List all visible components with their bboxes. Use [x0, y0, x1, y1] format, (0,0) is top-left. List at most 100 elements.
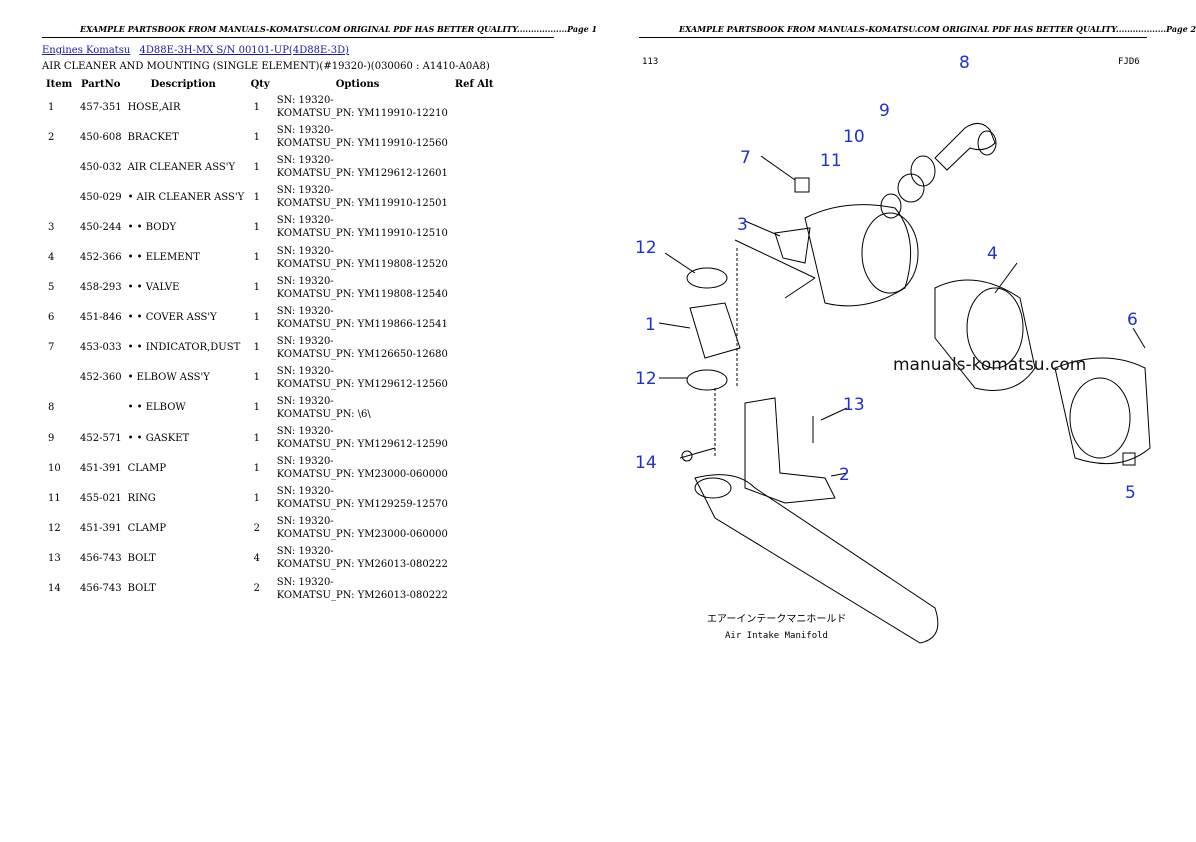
column-header-ref-alt: Ref Alt [454, 78, 494, 90]
options-cell: SN: 19320-KOMATSU_PN: YM119910-12501 [274, 182, 451, 212]
item-number-cell: 14 [48, 583, 61, 595]
options-cell: SN: 19320-KOMATSU_PN: YM119910-12510 [274, 212, 451, 242]
table-header-row: Item PartNo Description Qty Options Ref … [42, 76, 497, 92]
description-cell: BRACKET [127, 131, 179, 143]
options-serial: SN: 19320- [276, 125, 334, 137]
options-cell: SN: 19320-KOMATSU_PN: YM129612-12590 [274, 423, 451, 453]
item-number-cell: 4 [48, 252, 55, 264]
description-cell: • • BODY [127, 221, 177, 233]
options-komatsu-pn: KOMATSU_PN: YM119808-12540 [276, 288, 448, 300]
callout-number: 2 [839, 465, 850, 485]
options-serial: SN: 19320- [276, 546, 334, 558]
item-number-cell: 12 [48, 522, 61, 534]
gasket-part [910, 155, 936, 187]
callout-number: 3 [737, 215, 748, 235]
description-cell: BOLT [127, 552, 156, 564]
description-cell: • • ELBOW [127, 402, 186, 414]
ref-alt-cell [451, 574, 498, 604]
bracket-part [744, 397, 836, 504]
description-cell: • • VALVE [127, 282, 180, 294]
parts-list-page: EXAMPLE PARTSBOOK FROM MANUALS-KOMATSU.C… [0, 0, 597, 842]
options-komatsu-pn: KOMATSU_PN: YM119808-12520 [276, 258, 448, 270]
column-header-item: Item [46, 78, 73, 90]
qty-cell: 1 [253, 402, 260, 414]
options-serial: SN: 19320- [276, 335, 334, 347]
callout-number: 12 [635, 238, 657, 258]
ref-alt-cell [451, 453, 498, 483]
item-number-cell [42, 363, 77, 393]
qty-cell: 1 [253, 312, 260, 324]
options-komatsu-pn: KOMATSU_PN: YM129612-12560 [276, 378, 448, 390]
options-cell: SN: 19320-KOMATSU_PN: \6\ [274, 393, 451, 423]
ref-alt-cell [451, 303, 498, 333]
options-serial: SN: 19320- [276, 155, 334, 167]
intake-manifold [694, 474, 939, 644]
ref-alt-cell [451, 122, 498, 152]
air-cleaner-body [804, 204, 912, 307]
callout-number: 6 [1127, 310, 1138, 330]
callout-number: 14 [635, 453, 657, 473]
options-komatsu-pn: KOMATSU_PN: YM129612-12590 [276, 439, 448, 451]
options-komatsu-pn: KOMATSU_PN: YM119910-12510 [276, 228, 448, 240]
callout-number: 11 [820, 151, 842, 171]
header-divider [42, 37, 554, 38]
qty-cell: 1 [253, 282, 260, 294]
options-serial: SN: 19320- [276, 215, 334, 227]
ref-alt-cell [451, 483, 498, 513]
part-number-cell: 458-293 [80, 282, 122, 294]
part-number-cell: 456-743 [80, 583, 122, 595]
diagram-page: EXAMPLE PARTSBOOK FROM MANUALS-KOMATSU.C… [595, 0, 1196, 842]
description-cell: • • GASKET [127, 432, 190, 444]
description-cell: • ELBOW ASS'Y [127, 372, 210, 384]
ref-alt-cell [451, 423, 498, 453]
options-cell: SN: 19320-KOMATSU_PN: YM26013-080222 [274, 543, 451, 573]
ref-alt-cell [451, 152, 498, 182]
part-number-cell: 450-244 [80, 221, 122, 233]
callout-number: 4 [987, 244, 998, 264]
qty-cell: 1 [253, 342, 260, 354]
part-number-cell: 450-608 [80, 131, 122, 143]
part-number-cell: 456-743 [80, 552, 122, 564]
options-komatsu-pn: KOMATSU_PN: YM119910-12210 [276, 108, 448, 120]
callout-number: 10 [843, 127, 865, 147]
elbow-part [934, 123, 996, 171]
callout-number: 12 [635, 369, 657, 389]
options-komatsu-pn: KOMATSU_PN: YM119866-12541 [276, 318, 448, 330]
qty-cell: 1 [253, 131, 260, 143]
clamp-lower-part [686, 369, 728, 391]
callout-number: 13 [843, 395, 865, 415]
description-cell: RING [127, 492, 156, 504]
options-serial: SN: 19320- [276, 185, 334, 197]
qty-cell: 4 [253, 552, 260, 564]
options-serial: SN: 19320- [276, 486, 334, 498]
qty-cell: 2 [253, 583, 260, 595]
qty-cell: 1 [253, 252, 260, 264]
breadcrumb-link-engines[interactable]: Engines Komatsu [42, 45, 131, 56]
part-number-cell: 451-846 [80, 312, 122, 324]
ref-alt-cell [451, 513, 498, 543]
item-number-cell: 7 [48, 342, 55, 354]
options-komatsu-pn: KOMATSU_PN: YM23000-060000 [276, 469, 448, 481]
options-komatsu-pn: KOMATSU_PN: YM129612-12601 [276, 168, 448, 180]
options-komatsu-pn: KOMATSU_PN: \6\ [276, 408, 371, 420]
breadcrumb-link-model[interactable]: 4D88E-3H-MX S/N 00101-UP(4D88E-3D) [139, 45, 350, 56]
header-divider [639, 37, 1147, 38]
manifold-label-en: Air Intake Manifold [725, 631, 828, 641]
description-cell: BOLT [127, 583, 156, 595]
part-number-cell: 451-391 [80, 522, 122, 534]
options-cell: SN: 19320-KOMATSU_PN: YM119910-12210 [274, 92, 451, 122]
clamp-part [897, 173, 925, 203]
page-header: EXAMPLE PARTSBOOK FROM MANUALS-KOMATSU.C… [679, 24, 1196, 34]
description-cell: CLAMP [127, 462, 167, 474]
column-header-description: Description [150, 78, 216, 90]
ref-alt-cell [451, 182, 498, 212]
callout-number: 5 [1125, 483, 1136, 503]
options-cell: SN: 19320-KOMATSU_PN: YM119808-12540 [274, 273, 451, 303]
